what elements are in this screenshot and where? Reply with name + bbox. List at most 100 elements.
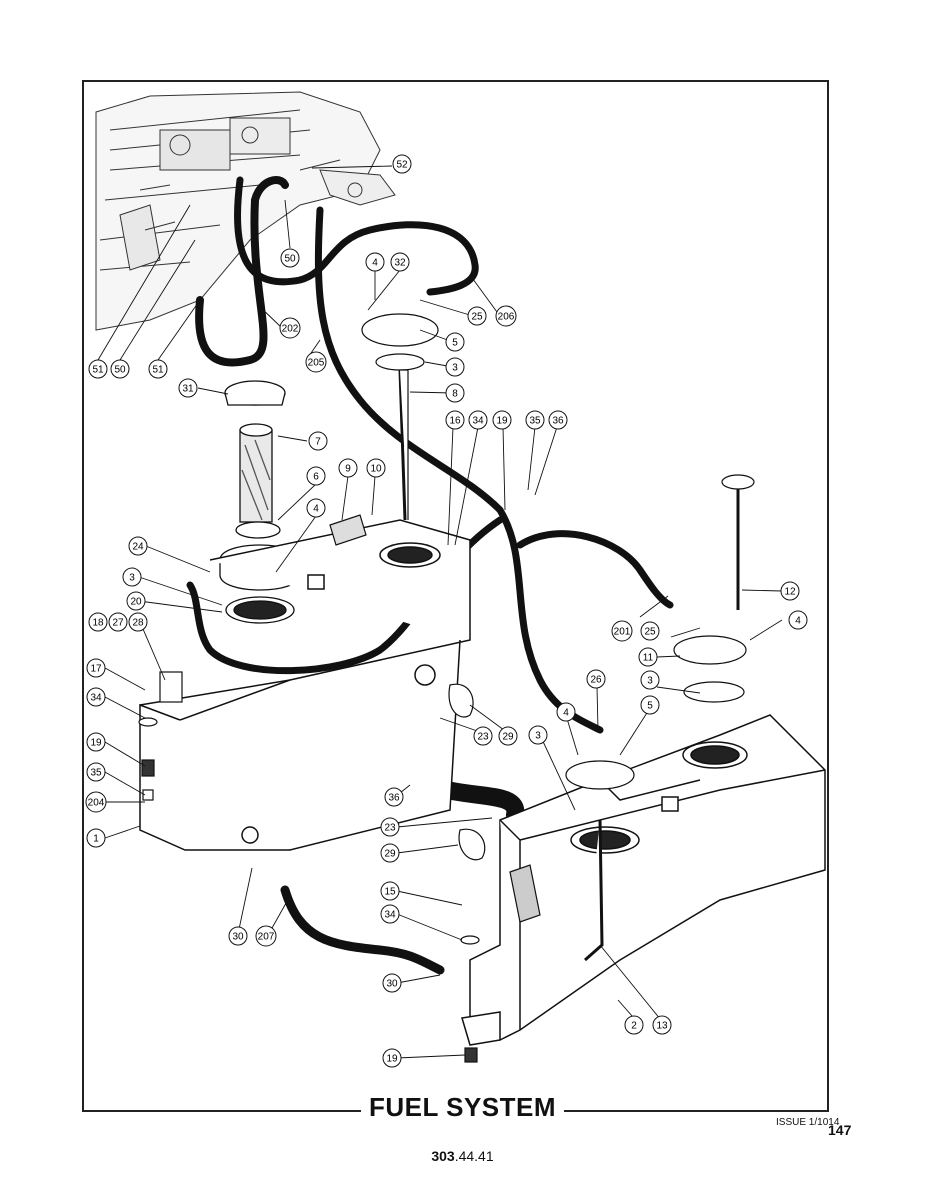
callout-circle bbox=[473, 726, 493, 746]
callout-51: 51 bbox=[88, 359, 108, 379]
callout-text: 51 bbox=[152, 365, 164, 376]
callout-text: 12 bbox=[784, 587, 796, 598]
callout-30: 30 bbox=[228, 926, 248, 946]
callout-text: 23 bbox=[477, 732, 489, 743]
callout-circle bbox=[86, 687, 106, 707]
callout-circle bbox=[624, 1015, 644, 1035]
callout-19: 19 bbox=[86, 732, 106, 752]
callout-text: 29 bbox=[384, 849, 396, 860]
fittings-and-parts bbox=[138, 313, 755, 1063]
callout-circle bbox=[780, 581, 800, 601]
callout-36: 36 bbox=[384, 787, 404, 807]
callout-circle bbox=[788, 610, 808, 630]
callout-text: 6 bbox=[313, 472, 319, 483]
callout-206: 206 bbox=[495, 305, 517, 327]
callout-text: 15 bbox=[384, 887, 396, 898]
callout-7: 7 bbox=[308, 431, 328, 451]
callout-circle bbox=[86, 732, 106, 752]
callout-circle bbox=[445, 383, 465, 403]
callout-circle bbox=[365, 252, 385, 272]
callout-text: 3 bbox=[535, 731, 541, 742]
callout-circle bbox=[306, 466, 326, 486]
callout-text: 36 bbox=[552, 416, 564, 427]
hose-201b bbox=[516, 530, 674, 609]
callout-34: 34 bbox=[380, 904, 400, 924]
hose-206 bbox=[234, 176, 479, 296]
callout-3: 3 bbox=[640, 670, 660, 690]
callout-32: 32 bbox=[390, 252, 410, 272]
document-number-bold: 303 bbox=[431, 1148, 455, 1164]
callout-circle bbox=[380, 843, 400, 863]
callout-50: 50 bbox=[280, 248, 300, 268]
callout-4: 4 bbox=[306, 498, 326, 518]
callout-19: 19 bbox=[382, 1048, 402, 1068]
callout-text: 29 bbox=[502, 732, 514, 743]
callout-circle bbox=[128, 612, 148, 632]
callout-25: 25 bbox=[467, 306, 487, 326]
callout-circle bbox=[178, 378, 198, 398]
callout-text: 50 bbox=[114, 365, 126, 376]
callout-23: 23 bbox=[473, 726, 493, 746]
callout-circle bbox=[305, 351, 327, 373]
callout-text: 8 bbox=[452, 389, 458, 400]
callout-29: 29 bbox=[380, 843, 400, 863]
callout-9: 9 bbox=[338, 458, 358, 478]
callout-20: 20 bbox=[126, 591, 146, 611]
callout-text: 3 bbox=[452, 363, 458, 374]
callout-2: 2 bbox=[624, 1015, 644, 1035]
document-number: 303.44.41 bbox=[0, 1148, 925, 1164]
callout-circle bbox=[652, 1015, 672, 1035]
callout-text: 5 bbox=[647, 701, 653, 712]
callout-circle bbox=[85, 791, 107, 813]
callout-207: 207 bbox=[255, 925, 277, 947]
callout-text: 13 bbox=[656, 1021, 668, 1032]
callout-1: 1 bbox=[86, 828, 106, 848]
callout-16: 16 bbox=[445, 410, 465, 430]
callout-circle bbox=[380, 904, 400, 924]
callout-circle bbox=[382, 1048, 402, 1068]
callout-text: 19 bbox=[386, 1054, 398, 1065]
callout-text: 28 bbox=[132, 618, 144, 629]
callout-6: 6 bbox=[306, 466, 326, 486]
callout-text: 51 bbox=[92, 365, 104, 376]
callout-circle bbox=[366, 458, 386, 478]
callout-circle bbox=[467, 306, 487, 326]
callout-8: 8 bbox=[445, 383, 465, 403]
callout-circle bbox=[279, 317, 301, 339]
callout-text: 205 bbox=[308, 358, 325, 369]
callout-circle bbox=[86, 658, 106, 678]
callout-circle bbox=[148, 359, 168, 379]
callout-circle bbox=[640, 695, 660, 715]
callout-5: 5 bbox=[445, 332, 465, 352]
callout-text: 34 bbox=[90, 693, 102, 704]
callout-4: 4 bbox=[556, 702, 576, 722]
callout-text: 18 bbox=[92, 618, 104, 629]
callout-30: 30 bbox=[382, 973, 402, 993]
callout-text: 25 bbox=[644, 627, 656, 638]
callout-5: 5 bbox=[640, 695, 660, 715]
callout-4: 4 bbox=[365, 252, 385, 272]
callout-text: 207 bbox=[258, 932, 275, 943]
callout-text: 5 bbox=[452, 338, 458, 349]
callout-52: 52 bbox=[392, 154, 412, 174]
callout-circle bbox=[495, 305, 517, 327]
callout-text: 4 bbox=[795, 616, 801, 627]
callout-circle bbox=[380, 881, 400, 901]
callout-circle bbox=[586, 669, 606, 689]
callout-text: 35 bbox=[90, 768, 102, 779]
callout-circle bbox=[308, 431, 328, 451]
callout-circle bbox=[390, 252, 410, 272]
callout-text: 206 bbox=[498, 312, 515, 323]
callout-text: 11 bbox=[643, 653, 654, 664]
callout-12: 12 bbox=[780, 581, 800, 601]
callout-text: 10 bbox=[370, 464, 382, 475]
callout-23: 23 bbox=[380, 817, 400, 837]
callout-circle bbox=[86, 828, 106, 848]
callout-10: 10 bbox=[366, 458, 386, 478]
callout-25: 25 bbox=[640, 621, 660, 641]
callout-text: 4 bbox=[372, 258, 378, 269]
filter-assembly bbox=[219, 380, 301, 624]
callout-text: 31 bbox=[182, 384, 194, 395]
callout-3: 3 bbox=[445, 357, 465, 377]
